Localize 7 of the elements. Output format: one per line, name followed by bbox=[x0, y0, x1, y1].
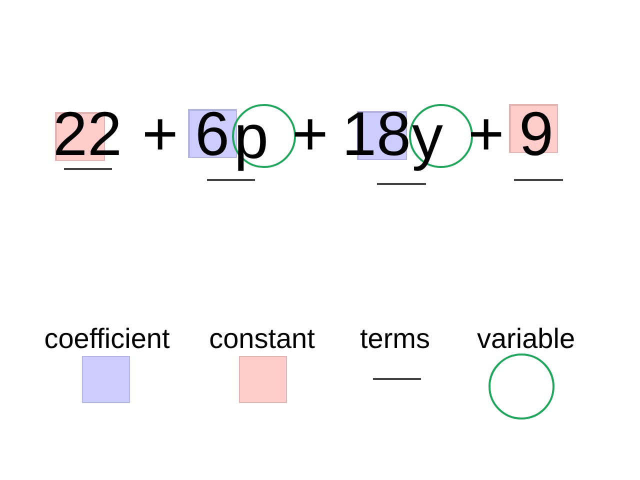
plus-sign: + bbox=[142, 111, 178, 160]
legend-label: constant bbox=[209, 323, 315, 356]
legend-label: coefficient bbox=[44, 323, 170, 356]
highlighted-number: 6 bbox=[188, 109, 237, 160]
highlighted-number: 22 bbox=[53, 111, 122, 161]
legend-label: variable bbox=[476, 323, 576, 356]
legend-label: terms bbox=[360, 323, 430, 356]
